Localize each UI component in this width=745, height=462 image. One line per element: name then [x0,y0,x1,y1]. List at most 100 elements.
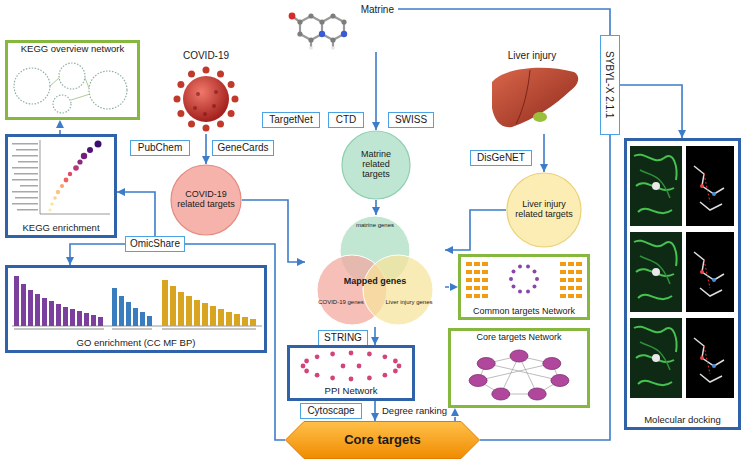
node-label: SWISS [395,114,427,126]
ppi-thumbnail [397,364,402,369]
matrine-molecule [341,31,347,37]
database-tag: DisGeNET [470,150,532,166]
dot-plot-thumbnail [53,196,57,200]
virus-figure [193,106,197,110]
liver-figure [533,112,547,122]
common-network-thumbnail [526,289,530,293]
bar-chart-thumbnail [119,296,124,326]
flow-connector [445,286,458,288]
common-network-thumbnail [466,262,472,266]
virus-figure [228,110,235,117]
flow-connector [480,135,610,440]
common-network-thumbnail [560,294,566,298]
matrine-molecule [308,13,313,18]
ppi-thumbnail [383,354,388,359]
database-tag: CTD [328,112,364,128]
common-network-thumbnail [482,278,488,282]
node-label: Core targets [344,433,421,448]
dot-plot-thumbnail [12,203,38,205]
bar-chart-thumbnail [162,280,168,326]
dot-plot-thumbnail [77,159,82,164]
network-thumbnail [14,63,127,113]
common-network-thumbnail [568,286,574,290]
dot-plot-thumbnail [12,143,38,145]
bar-chart-thumbnail [42,298,47,326]
result-panel: Common targets Network [458,254,590,320]
common-network-thumbnail [560,286,566,290]
bar-chart-thumbnail [234,314,240,326]
matrine-molecule [289,13,296,20]
node-label: Matrine related targets [348,150,404,180]
connectors [60,9,682,440]
node-label: Liver injury [508,50,556,62]
liver-figure [492,68,578,128]
dot-plot-thumbnail [40,140,41,214]
bar-chart-thumbnail [49,301,54,326]
virus-figure [232,96,239,103]
dot-plot-thumbnail [12,179,38,181]
node-label: Molecular docking [642,415,723,426]
virus-figure [177,110,184,117]
bar-chart-thumbnail [162,280,256,326]
common-network-thumbnail [509,277,513,281]
venn-outline [305,215,445,327]
ppi-thumbnail [357,364,362,369]
bar-chart-thumbnail [35,294,40,326]
bar-chart-thumbnail [242,317,248,326]
flow-connector [374,401,376,421]
liver-figure [492,68,578,128]
common-network-thumbnail [466,294,472,298]
common-network-thumbnail [535,277,539,281]
bar-chart-thumbnail [84,313,89,326]
matrine-molecule [297,19,302,24]
result-panel: KEGG overview network [5,40,140,120]
dot-plot-thumbnail [40,214,110,215]
ppi-thumbnail [349,351,354,356]
node-label: DisGeNET [477,152,525,164]
annotation: Degree ranking [381,406,448,416]
ppi-thumbnail [383,373,388,378]
tool-tag: STRING [318,330,368,346]
common-network-thumbnail [568,294,574,298]
virus-figure [188,70,195,77]
virus-figure [174,96,181,103]
disease-figure: COVID-19 [163,48,249,134]
bar-chart-thumbnail [28,290,33,326]
bar-chart-thumbnail [63,307,68,326]
bar-chart-thumbnail [56,304,61,326]
common-network-thumbnail [482,294,488,298]
bar-chart-thumbnail [21,284,26,326]
bar-chart-thumbnail [162,328,256,330]
core-network-thumbnail [492,388,510,400]
ppi-thumbnail [301,351,402,382]
bar-chart-thumbnail [91,315,96,326]
bar-chart-thumbnail [112,288,117,326]
circle-outline [507,173,581,247]
dot-plot-thumbnail [48,208,51,211]
dot-plot-thumbnail [68,172,72,176]
bar-chart-thumbnail [170,286,176,326]
common-network-thumbnail [568,262,574,266]
node-label: PPI Network [323,386,380,397]
core-network-thumbnail [543,358,561,370]
virus-figure [212,104,216,108]
common-network-thumbnail [482,286,488,290]
virus-figure [177,81,184,88]
ppi-thumbnail [393,369,398,374]
flow-connector [59,120,61,134]
dot-plot-thumbnail [16,149,38,151]
virus-figure [203,67,210,74]
tool-tag: OmicShare [125,236,185,252]
target-circle: Matrine related targets [341,130,411,200]
hexagon-outline [286,422,480,459]
matrine-molecule [319,19,324,24]
bar-chart-thumbnail [98,317,103,326]
bar-chart-thumbnail [77,311,82,326]
common-network-thumbnail [576,278,582,282]
common-network-thumbnail [466,262,582,298]
core-hexagon: Core targets [285,421,480,459]
common-network-thumbnail [560,278,566,282]
bar-chart-thumbnail [226,312,232,326]
common-network-thumbnail [526,265,530,269]
result-panel: Core targets Network [448,328,590,408]
